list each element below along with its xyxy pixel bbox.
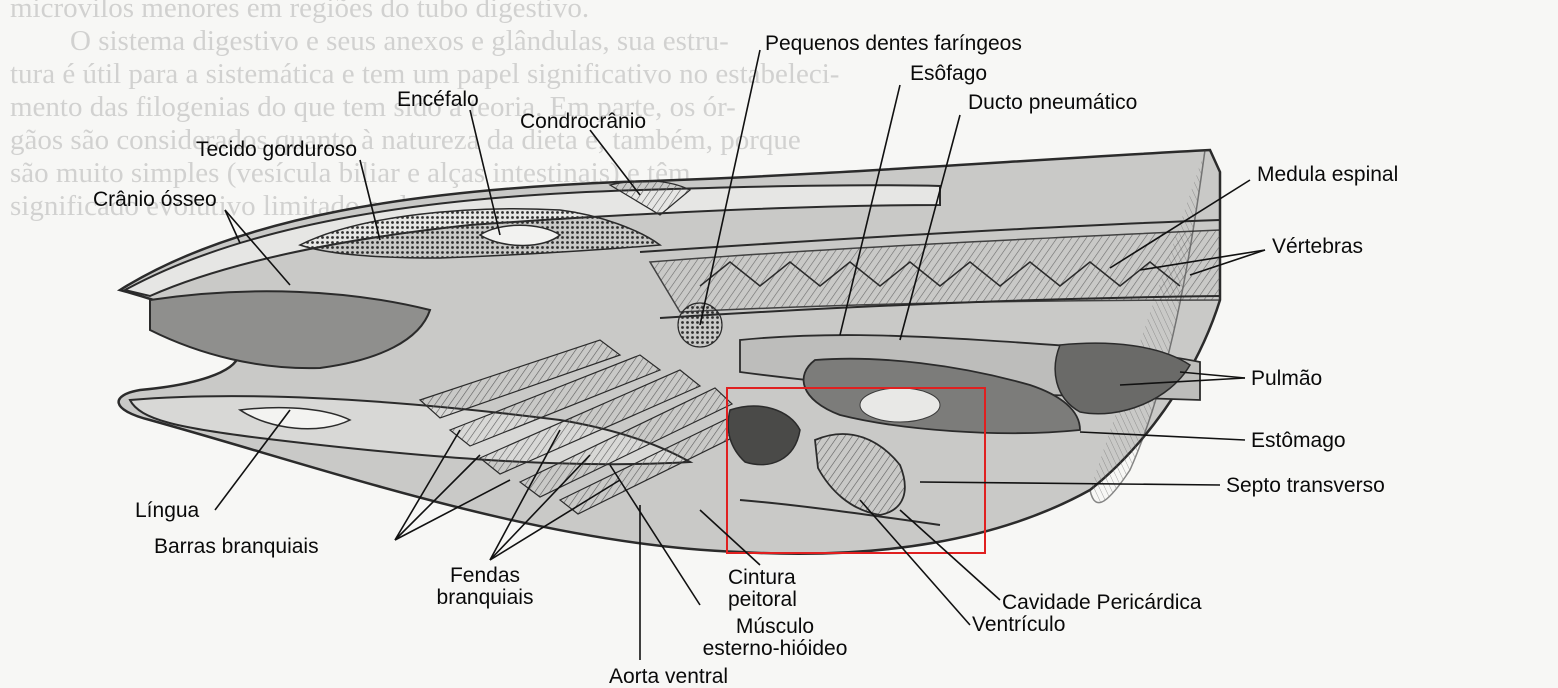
label-septo-transverso: Septo transverso <box>1226 475 1385 497</box>
label-vertebras: Vértebras <box>1272 236 1363 258</box>
label-cavidade-pericardica: Cavidade Pericárdica <box>1002 592 1202 614</box>
label-pulmao: Pulmão <box>1251 368 1322 390</box>
label-aorta-ventral: Aorta ventral <box>609 666 728 688</box>
label-lingua: Língua <box>135 500 199 522</box>
label-esofago: Esôfago <box>910 63 987 85</box>
label-encefalo: Encéfalo <box>397 89 479 111</box>
label-ventriculo: Ventrículo <box>972 614 1065 636</box>
label-cintura-peitoral: Cintura peitoral <box>728 567 818 611</box>
label-ducto-pneumatico: Ducto pneumático <box>968 92 1137 114</box>
label-barras-branquiais: Barras branquiais <box>154 536 319 558</box>
label-medula-espinal: Medula espinal <box>1257 164 1398 186</box>
label-cranio-osseo: Crânio ósseo <box>93 189 217 211</box>
label-condrocranio: Condrocrânio <box>520 111 646 133</box>
label-estomago: Estômago <box>1251 430 1346 452</box>
label-musculo-esterno-hioideo: Músculo esterno-hióideo <box>700 616 850 660</box>
label-pequenos-dentes-faringeos: Pequenos dentes faríngeos <box>765 33 1022 55</box>
label-fendas-branquiais: Fendas branquiais <box>410 565 560 609</box>
label-tecido-gorduroso: Tecido gorduroso <box>196 139 357 161</box>
